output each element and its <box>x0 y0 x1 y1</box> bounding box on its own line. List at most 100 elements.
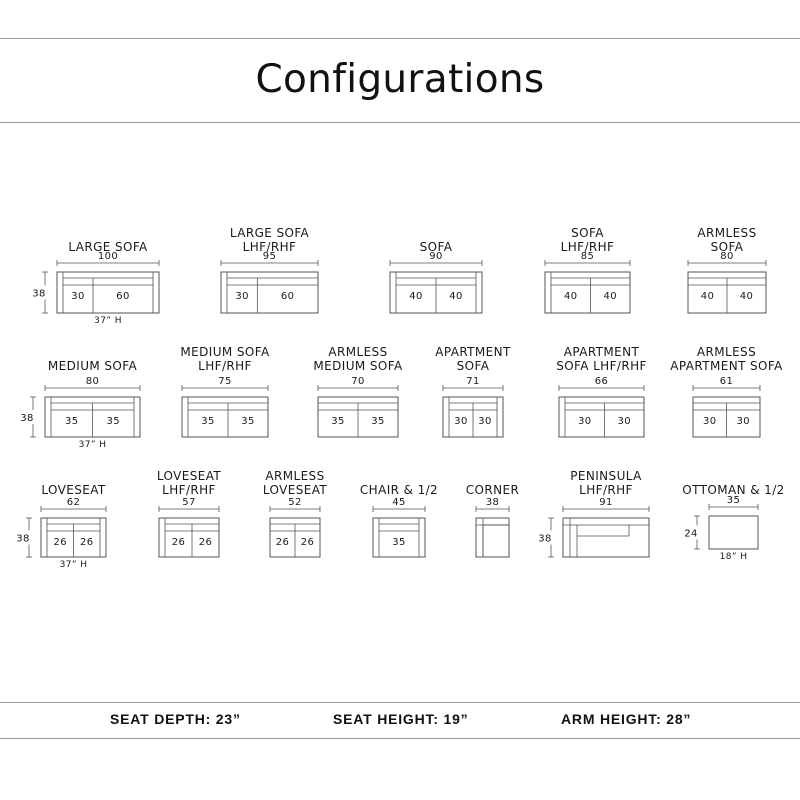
config-name-line: LHF/RHF <box>162 483 216 497</box>
config-name-line: OTTOMAN & 1/2 <box>682 483 784 497</box>
seat-width-label: 30 <box>578 416 592 427</box>
width-label: 75 <box>218 376 232 387</box>
height-label: 37” H <box>79 440 107 450</box>
seat-width-label: 40 <box>409 291 423 302</box>
width-label: 71 <box>466 376 480 387</box>
config-name-line: SOFA <box>457 359 490 373</box>
arm-height-spec: ARM HEIGHT: 28” <box>561 711 692 727</box>
width-label: 66 <box>595 376 609 387</box>
width-label: 80 <box>86 376 100 387</box>
config-ottoman-and-half: OTTOMAN & 1/235 24 18” H <box>682 483 784 562</box>
config-name-line: LHF/RHF <box>561 240 615 254</box>
config-name-line: ARMLESS <box>697 345 756 359</box>
seat-width-label: 40 <box>449 291 463 302</box>
config-name-line: LOVESEAT <box>41 483 106 497</box>
seat-width-label: 40 <box>564 291 578 302</box>
config-name-line: ARMLESS <box>265 469 324 483</box>
config-name-line: APARTMENT <box>564 345 640 359</box>
seat-width-label: 30 <box>478 416 492 427</box>
sofa-frame <box>181 396 269 438</box>
seat-width-label: 40 <box>603 291 617 302</box>
seat-width-label: 30 <box>71 291 85 302</box>
header-divider <box>0 122 800 123</box>
config-name-line: SOFA <box>711 240 744 254</box>
width-label: 45 <box>392 497 406 508</box>
ottoman-shape <box>708 515 759 550</box>
depth-label: 24 <box>684 529 698 540</box>
width-label: 38 <box>486 497 500 508</box>
width-label: 95 <box>263 251 277 262</box>
config-medium-sofa: MEDIUM SOFA 80 38 37” H 35 35 <box>20 359 141 450</box>
seat-width-label: 40 <box>701 291 715 302</box>
seat-width-label: 35 <box>392 537 406 548</box>
width-label: 91 <box>599 497 613 508</box>
width-label: 85 <box>581 251 595 262</box>
width-label: 35 <box>727 495 741 506</box>
sofa-frame <box>372 517 426 558</box>
config-name-line: LHF/RHF <box>198 359 252 373</box>
config-name-line: MEDIUM SOFA <box>48 359 138 373</box>
seat-width-label: 35 <box>371 416 385 427</box>
seat-width-label: 60 <box>116 291 130 302</box>
seat-width-label: 26 <box>301 537 315 548</box>
width-label: 52 <box>288 497 302 508</box>
height-label: 18” H <box>720 552 748 562</box>
depth-label: 38 <box>538 534 552 545</box>
seat-width-label: 35 <box>201 416 215 427</box>
width-label: 57 <box>182 497 196 508</box>
width-label: 80 <box>720 251 734 262</box>
config-name-line: SOFA LHF/RHF <box>556 359 647 373</box>
corner-seat <box>482 524 510 558</box>
footer-top-rule <box>0 702 800 703</box>
config-name-line: ARMLESS <box>328 345 387 359</box>
config-name-line: LARGE SOFA <box>230 226 310 240</box>
config-name-line: MEDIUM SOFA <box>313 359 403 373</box>
config-name-line: SOFA <box>420 240 453 254</box>
depth-label: 38 <box>32 289 46 300</box>
seat-width-label: 35 <box>106 416 120 427</box>
seat-width-label: 30 <box>235 291 249 302</box>
seat-depth-spec: SEAT DEPTH: 23” <box>110 711 241 727</box>
seat-width-label: 30 <box>617 416 631 427</box>
config-name-line: LOVESEAT <box>263 483 328 497</box>
config-chair-and-half: CHAIR & 1/245 35 <box>360 483 438 558</box>
footer-bottom-rule <box>0 738 800 739</box>
seat-width-label: 26 <box>276 537 290 548</box>
config-name-line: LHF/RHF <box>243 240 297 254</box>
config-name-line: LARGE SOFA <box>68 240 148 254</box>
page-title: Configurations <box>255 57 545 102</box>
config-name-line: CHAIR & 1/2 <box>360 483 438 497</box>
sofa-frame <box>56 271 160 314</box>
seat-width-label: 30 <box>454 416 468 427</box>
seat-width-label: 60 <box>281 291 295 302</box>
spec-footer: SEAT DEPTH: 23” SEAT HEIGHT: 19” ARM HEI… <box>0 705 800 733</box>
seat-width-label: 30 <box>736 416 750 427</box>
seat-width-label: 35 <box>65 416 79 427</box>
config-name-line: APARTMENT SOFA <box>670 359 783 373</box>
width-label: 100 <box>98 251 118 262</box>
seat-height-spec: SEAT HEIGHT: 19” <box>333 711 469 727</box>
depth-label: 38 <box>20 413 34 424</box>
seat-width-label: 35 <box>241 416 255 427</box>
config-name-line: LHF/RHF <box>579 483 633 497</box>
seat-width-label: 26 <box>199 537 213 548</box>
peninsula-frame <box>562 517 650 558</box>
seat-width-label: 40 <box>740 291 754 302</box>
width-label: 61 <box>720 376 734 387</box>
height-label: 37” H <box>94 316 122 326</box>
config-name-line: ARMLESS <box>697 226 756 240</box>
config-name-line: PENINSULA <box>570 469 642 483</box>
corner-frame <box>475 517 510 558</box>
seat-width-label: 30 <box>703 416 717 427</box>
height-label: 37” H <box>60 560 88 570</box>
